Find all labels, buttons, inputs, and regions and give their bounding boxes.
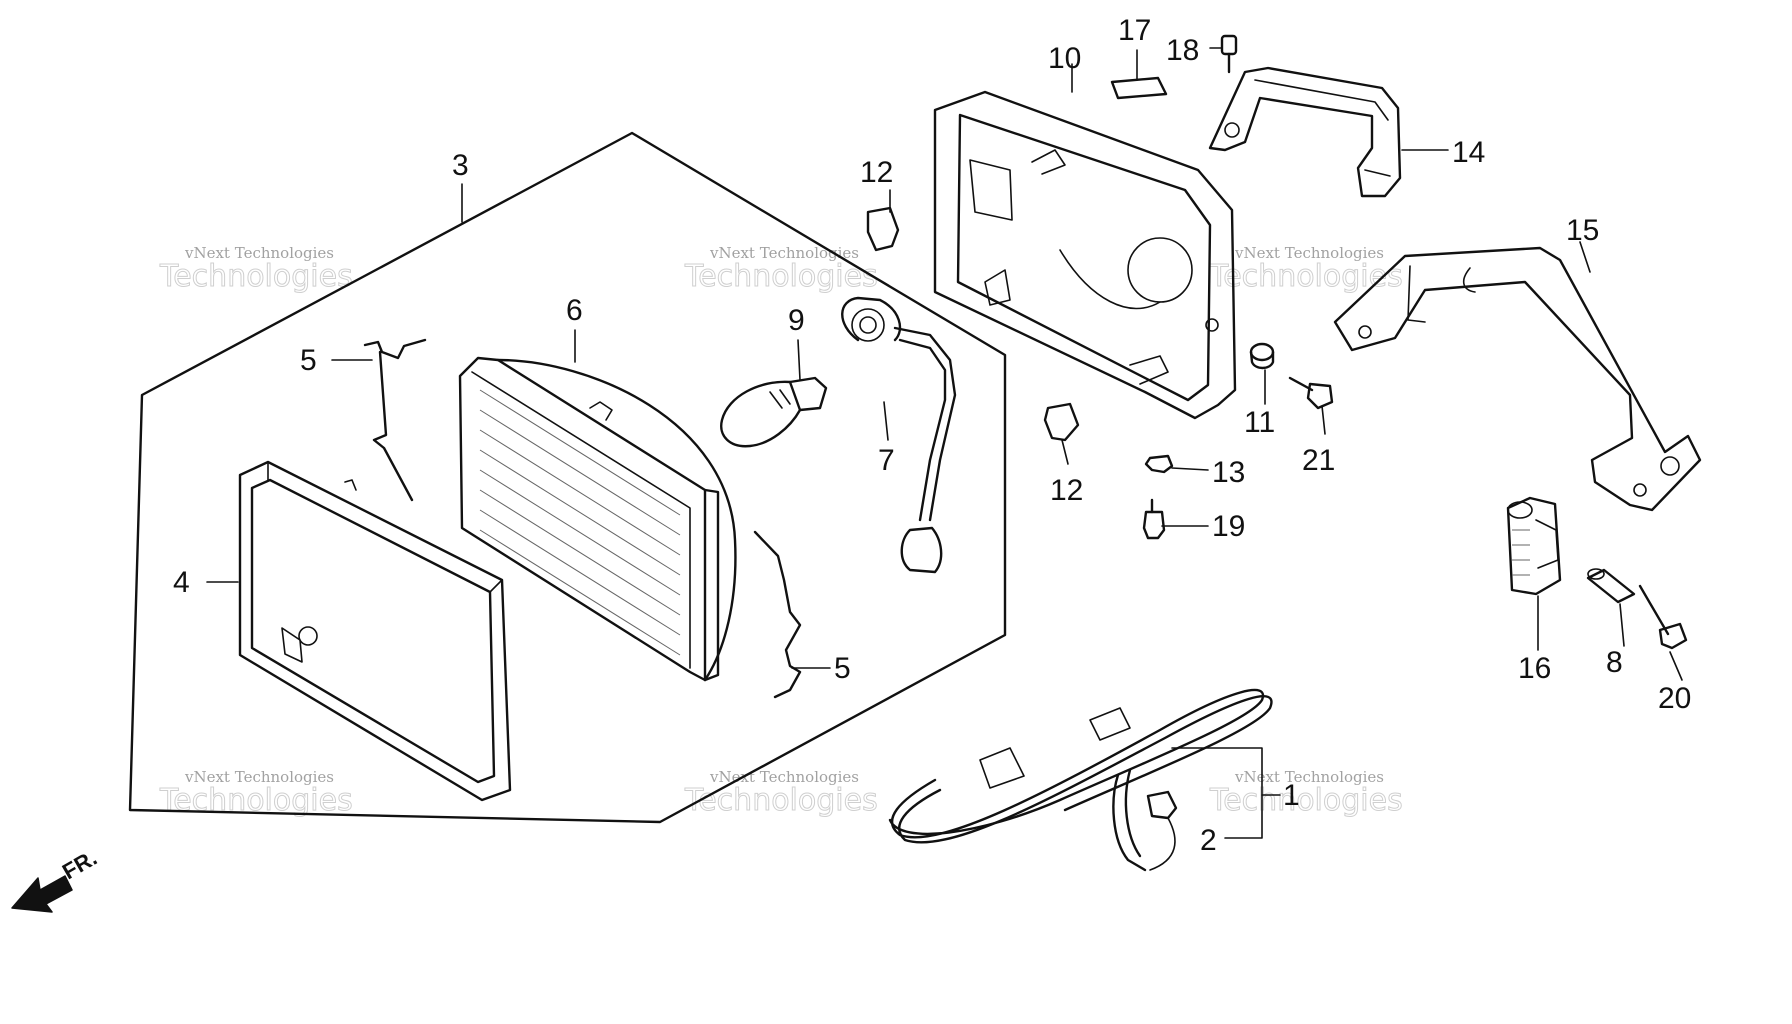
callout-13: 13 <box>1212 456 1245 489</box>
callout-16: 16 <box>1518 652 1551 685</box>
callout-14: 14 <box>1452 136 1485 169</box>
svg-text:Technologies: Technologies <box>684 259 878 294</box>
callout-10: 10 <box>1048 42 1081 75</box>
part-spring-lower <box>753 530 802 699</box>
callout-21: 21 <box>1302 444 1335 477</box>
part-headlight-rim <box>238 460 512 802</box>
part-stay-bracket <box>1333 246 1702 512</box>
callout-6: 6 <box>566 294 583 327</box>
callout-18: 18 <box>1166 34 1199 67</box>
svg-text:Technologies: Technologies <box>1209 783 1403 818</box>
part-clamp <box>1506 496 1562 596</box>
part-bolt-21 <box>1288 376 1334 410</box>
watermark-tile-1: vNext Technologies Technologies <box>159 244 354 295</box>
callout-17: 17 <box>1118 14 1151 47</box>
svg-text:Technologies: Technologies <box>159 259 353 294</box>
svg-text:vNext Technologies: vNext Technologies <box>709 768 859 786</box>
part-screw-18 <box>1220 34 1238 74</box>
svg-text:Technologies: Technologies <box>684 783 878 818</box>
part-nut-13 <box>1144 454 1174 474</box>
callout-15: 15 <box>1566 214 1599 247</box>
part-collar-8 <box>1586 568 1636 604</box>
callout-9: 9 <box>788 304 805 337</box>
callout-8: 8 <box>1606 646 1623 679</box>
callout-5-lower: 5 <box>834 652 851 685</box>
callout-3: 3 <box>452 149 469 182</box>
part-handle-bracket <box>1208 66 1402 198</box>
callout-labels: 1 2 3 4 5 5 6 7 8 9 10 11 12 12 13 14 15… <box>173 14 1691 857</box>
part-label <box>1110 76 1168 100</box>
watermark-tile-6: vNext Technologies Technologies <box>1209 768 1404 819</box>
part-clip-upper <box>866 206 900 252</box>
part-grommet-19 <box>1142 498 1166 540</box>
callout-4: 4 <box>173 566 190 599</box>
svg-text:vNext Technologies: vNext Technologies <box>184 244 334 262</box>
callout-1: 1 <box>1283 779 1300 812</box>
front-direction-arrow: FR. <box>11 845 101 913</box>
svg-text:vNext Technologies: vNext Technologies <box>709 244 859 262</box>
callout-12-lower: 12 <box>1050 474 1083 507</box>
callout-2: 2 <box>1200 824 1217 857</box>
leader-lines <box>206 47 1683 839</box>
callout-5-upper: 5 <box>300 344 317 377</box>
part-bulb <box>720 376 828 448</box>
part-spring-upper <box>363 338 427 502</box>
callout-7: 7 <box>878 444 895 477</box>
part-wire-harness <box>888 688 1273 872</box>
svg-text:vNext Technologies: vNext Technologies <box>1234 768 1384 786</box>
watermark-tile-5: vNext Technologies Technologies <box>684 768 879 819</box>
assembly-outline <box>128 131 1007 824</box>
watermark-tile-2: vNext Technologies Technologies <box>684 244 879 295</box>
part-bolt-20 <box>1638 584 1688 650</box>
arrow-left-icon <box>11 875 73 913</box>
callout-11: 11 <box>1244 406 1275 439</box>
part-socket-cord <box>841 296 957 574</box>
part-collar <box>1249 342 1275 370</box>
part-headlight-case <box>933 90 1237 420</box>
callout-20: 20 <box>1658 682 1691 715</box>
callout-19: 19 <box>1212 510 1245 543</box>
svg-text:vNext Technologies: vNext Technologies <box>184 768 334 786</box>
svg-text:Technologies: Technologies <box>1209 259 1403 294</box>
svg-text:vNext Technologies: vNext Technologies <box>1234 244 1384 262</box>
part-sealed-beam <box>458 356 737 682</box>
part-clip-lower <box>1043 402 1080 442</box>
callout-12-upper: 12 <box>860 156 893 189</box>
